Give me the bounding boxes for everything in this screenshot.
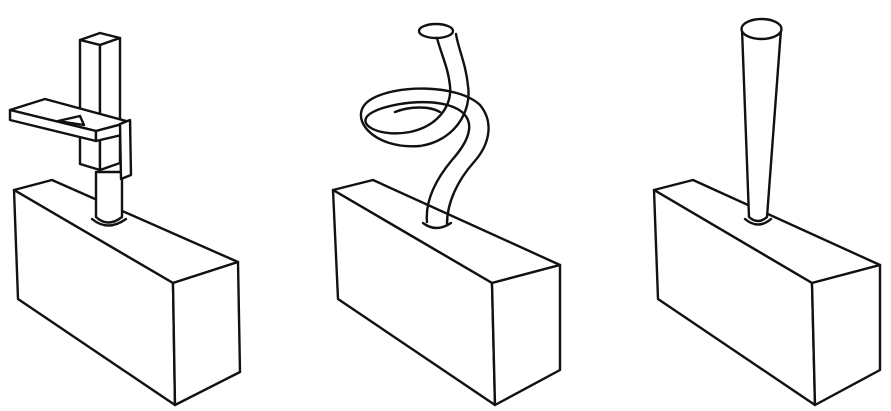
block-right: [652, 178, 882, 407]
vertical-bar: [78, 31, 122, 172]
panel-left-bent-bar: [8, 31, 242, 407]
l-bar: [8, 97, 133, 181]
tube-left: [90, 170, 128, 227]
panel-right-tapered-rod: [652, 17, 882, 407]
block-left: [12, 178, 242, 407]
tapered-rod: [740, 17, 783, 226]
panel-middle-helix: [331, 22, 562, 407]
block-middle: [331, 178, 562, 407]
helix-tube: [359, 22, 490, 230]
